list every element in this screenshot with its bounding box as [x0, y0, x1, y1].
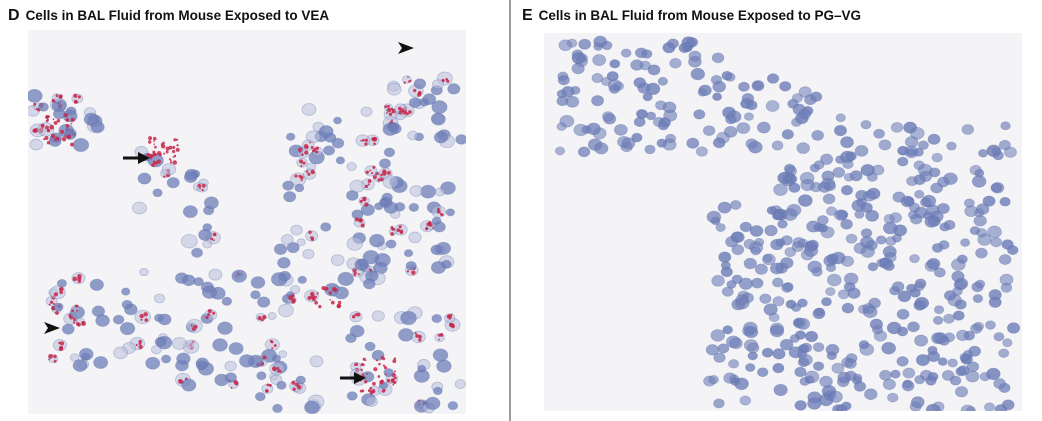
- micrograph-d: [28, 30, 466, 414]
- panel-e: E Cells in BAL Fluid from Mouse Exposed t…: [514, 0, 1042, 421]
- panel-divider: [509, 0, 511, 421]
- arrowhead-annotation: [398, 42, 414, 54]
- micrograph-e: [544, 33, 1022, 411]
- micrograph-d-image: [28, 42, 466, 414]
- panel-e-title: Cells in BAL Fluid from Mouse Exposed to…: [538, 8, 861, 23]
- micrograph-e-image: [554, 35, 1021, 411]
- panel-d-heading: D Cells in BAL Fluid from Mouse Exposed t…: [8, 7, 329, 25]
- panel-e-letter: E: [522, 7, 533, 24]
- panel-d-letter: D: [8, 7, 20, 24]
- panel-d-title: Cells in BAL Fluid from Mouse Exposed to…: [25, 8, 330, 23]
- panel-e-heading: E Cells in BAL Fluid from Mouse Exposed t…: [522, 7, 861, 25]
- panel-d: D Cells in BAL Fluid from Mouse Exposed t…: [0, 0, 508, 421]
- arrowhead-annotation: [44, 322, 60, 334]
